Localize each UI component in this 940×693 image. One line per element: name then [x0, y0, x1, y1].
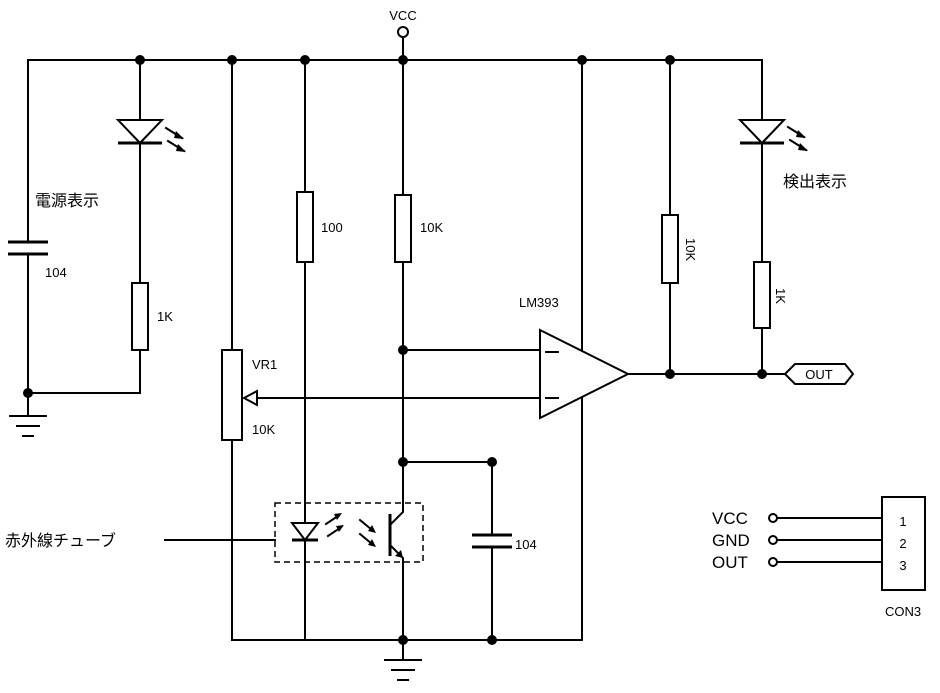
ir-tube-box: [274, 502, 424, 563]
phototransistor-emitter-arrowhead: [395, 550, 403, 558]
junction-dot: [398, 55, 408, 65]
phototransistor-collector: [388, 504, 404, 527]
comparator-triangle: [539, 328, 631, 420]
left-rail-wire: [27, 59, 141, 394]
filter-capacitor-label: 104: [515, 537, 537, 552]
ir-led-emit-arrowhead-1: [334, 513, 342, 520]
ir-tube: 赤外線チューブ: [5, 502, 424, 641]
junction-dot: [135, 55, 145, 65]
connector-pin-1: VCC 1: [712, 509, 907, 529]
connector-signal-label: VCC: [712, 509, 748, 528]
resistor-100-label: 100: [321, 220, 343, 235]
connector-terminal: [768, 557, 778, 567]
junction-dot: [23, 388, 33, 398]
resistor-pullup-10k: [661, 214, 679, 284]
connector-terminal: [768, 513, 778, 523]
output-tag-label: OUT: [805, 367, 833, 382]
filter-capacitor-wire: [402, 461, 493, 641]
comparator-input-marks: [545, 351, 559, 399]
vcc-supply: VCC: [27, 8, 763, 61]
vr1-wiper-arrow-icon: [241, 389, 258, 407]
resistor-led-label: 1K: [773, 288, 788, 304]
power-led-arrowhead-2: [176, 144, 186, 152]
power-led-icon: [115, 119, 165, 145]
resistor-100: [296, 191, 314, 263]
sensor-column: 10K 104: [394, 59, 541, 641]
junction-dot: [398, 635, 408, 645]
resistor-center-10k: [394, 194, 412, 263]
vr1-name-label: VR1: [252, 357, 277, 372]
detect-indicator-label: 検出表示: [783, 172, 847, 191]
ground-rail: [231, 639, 583, 681]
detect-led-arrowhead-2: [798, 143, 808, 151]
connector-signal-label: GND: [712, 531, 750, 550]
junction-dot: [227, 55, 237, 65]
ir-led-emit-arrowhead-2: [336, 525, 344, 532]
connector-pin-number: 1: [899, 514, 906, 529]
junction-dot: [487, 457, 497, 467]
phototransistor-arrowhead-1: [368, 525, 376, 533]
potentiometer-vr1: VR1 10K: [221, 59, 541, 641]
junction-dot: [300, 55, 310, 65]
connector-body: [881, 496, 926, 591]
vr1-body: [221, 349, 243, 441]
detect-led-arrowhead-1: [796, 130, 806, 138]
power-indicator-branch: 電源表示 104 1K: [8, 59, 186, 437]
resistor-center-label: 10K: [420, 220, 443, 235]
ir-led-icon: [289, 522, 321, 542]
connector-con3: VCC 1 GND 2 OUT 3 CON3: [712, 496, 926, 619]
junction-dot: [665, 369, 675, 379]
power-led-arrowhead-1: [174, 131, 184, 139]
junction-dot: [665, 55, 675, 65]
left-ground-icon: [9, 392, 47, 437]
power-indicator-label: 電源表示: [35, 191, 99, 210]
vcc-label: VCC: [389, 8, 416, 23]
decoupling-capacitor: [8, 240, 48, 256]
ir-led-resistor-branch: 100: [296, 59, 343, 641]
vr1-value-label: 10K: [252, 422, 275, 437]
comparator-name-label: LM393: [519, 295, 559, 310]
resistor-led-1k: [753, 261, 771, 329]
junction-dots: [23, 55, 767, 645]
phototransistor-emitter: [388, 543, 404, 641]
junction-dot: [487, 635, 497, 645]
connector-pin-number: 2: [899, 536, 906, 551]
connector-pin-number: 3: [899, 558, 906, 573]
phototransistor-receive-arrows: [358, 518, 374, 546]
power-led-resistor: [131, 282, 149, 351]
connector-pin-3: OUT 3: [712, 553, 907, 573]
vcc-terminal: [397, 26, 409, 38]
junction-dot: [398, 345, 408, 355]
comparator-lm393: LM393: [519, 59, 786, 641]
output-tag: [783, 363, 855, 385]
junction-dot: [398, 457, 408, 467]
ir-tube-label: 赤外線チューブ: [5, 531, 116, 550]
phototransistor-arrowhead-2: [368, 539, 376, 547]
center-ground-icon: [384, 639, 422, 681]
detect-led-icon: [737, 119, 787, 145]
connector-terminal: [768, 535, 778, 545]
junction-dot: [757, 369, 767, 379]
output-section: 10K 1K 検出表示 OUT: [661, 59, 855, 385]
connector-name-label: CON3: [885, 604, 921, 619]
power-led-resistor-label: 1K: [157, 309, 173, 324]
resistor-pullup-label: 10K: [683, 238, 698, 261]
decoupling-capacitor-label: 104: [45, 265, 67, 280]
junction-dot: [577, 55, 587, 65]
connector-pin-2: GND 2: [712, 531, 907, 551]
filter-capacitor: [472, 533, 512, 549]
connector-signal-label: OUT: [712, 553, 748, 572]
